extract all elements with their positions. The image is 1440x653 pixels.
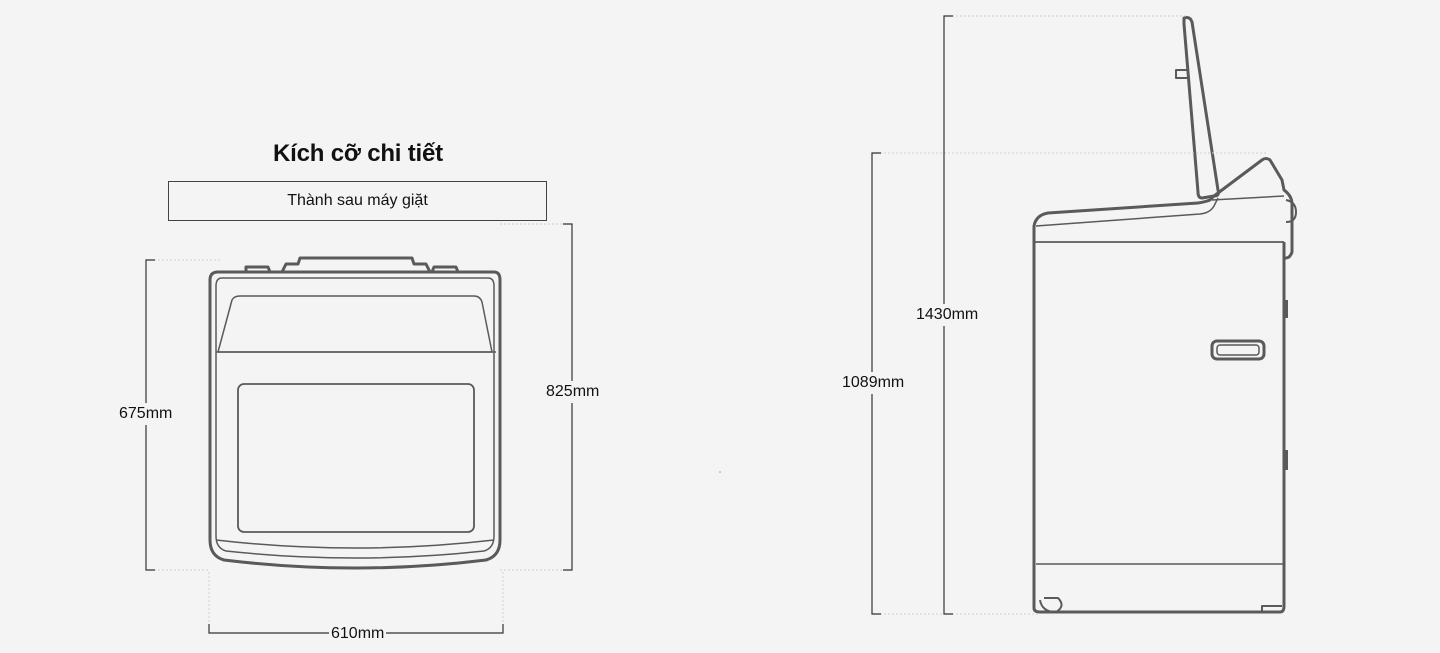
depth-label: 675mm <box>117 403 175 425</box>
stray-dot <box>719 471 721 473</box>
side-view-washer <box>1032 16 1297 614</box>
page-title: Kích cỡ chi tiết <box>273 140 443 167</box>
height-open-label: 1430mm <box>914 304 981 326</box>
subtitle-text: Thành sau máy giặt <box>287 192 428 209</box>
subtitle-box: Thành sau máy giặt <box>168 181 547 221</box>
height-label: 825mm <box>544 381 602 403</box>
top-view-washer <box>208 256 502 570</box>
height-closed-label: 1089mm <box>840 372 907 394</box>
side-view-guides <box>872 15 1266 615</box>
width-label: 610mm <box>329 623 387 645</box>
top-view-guides <box>146 223 572 632</box>
